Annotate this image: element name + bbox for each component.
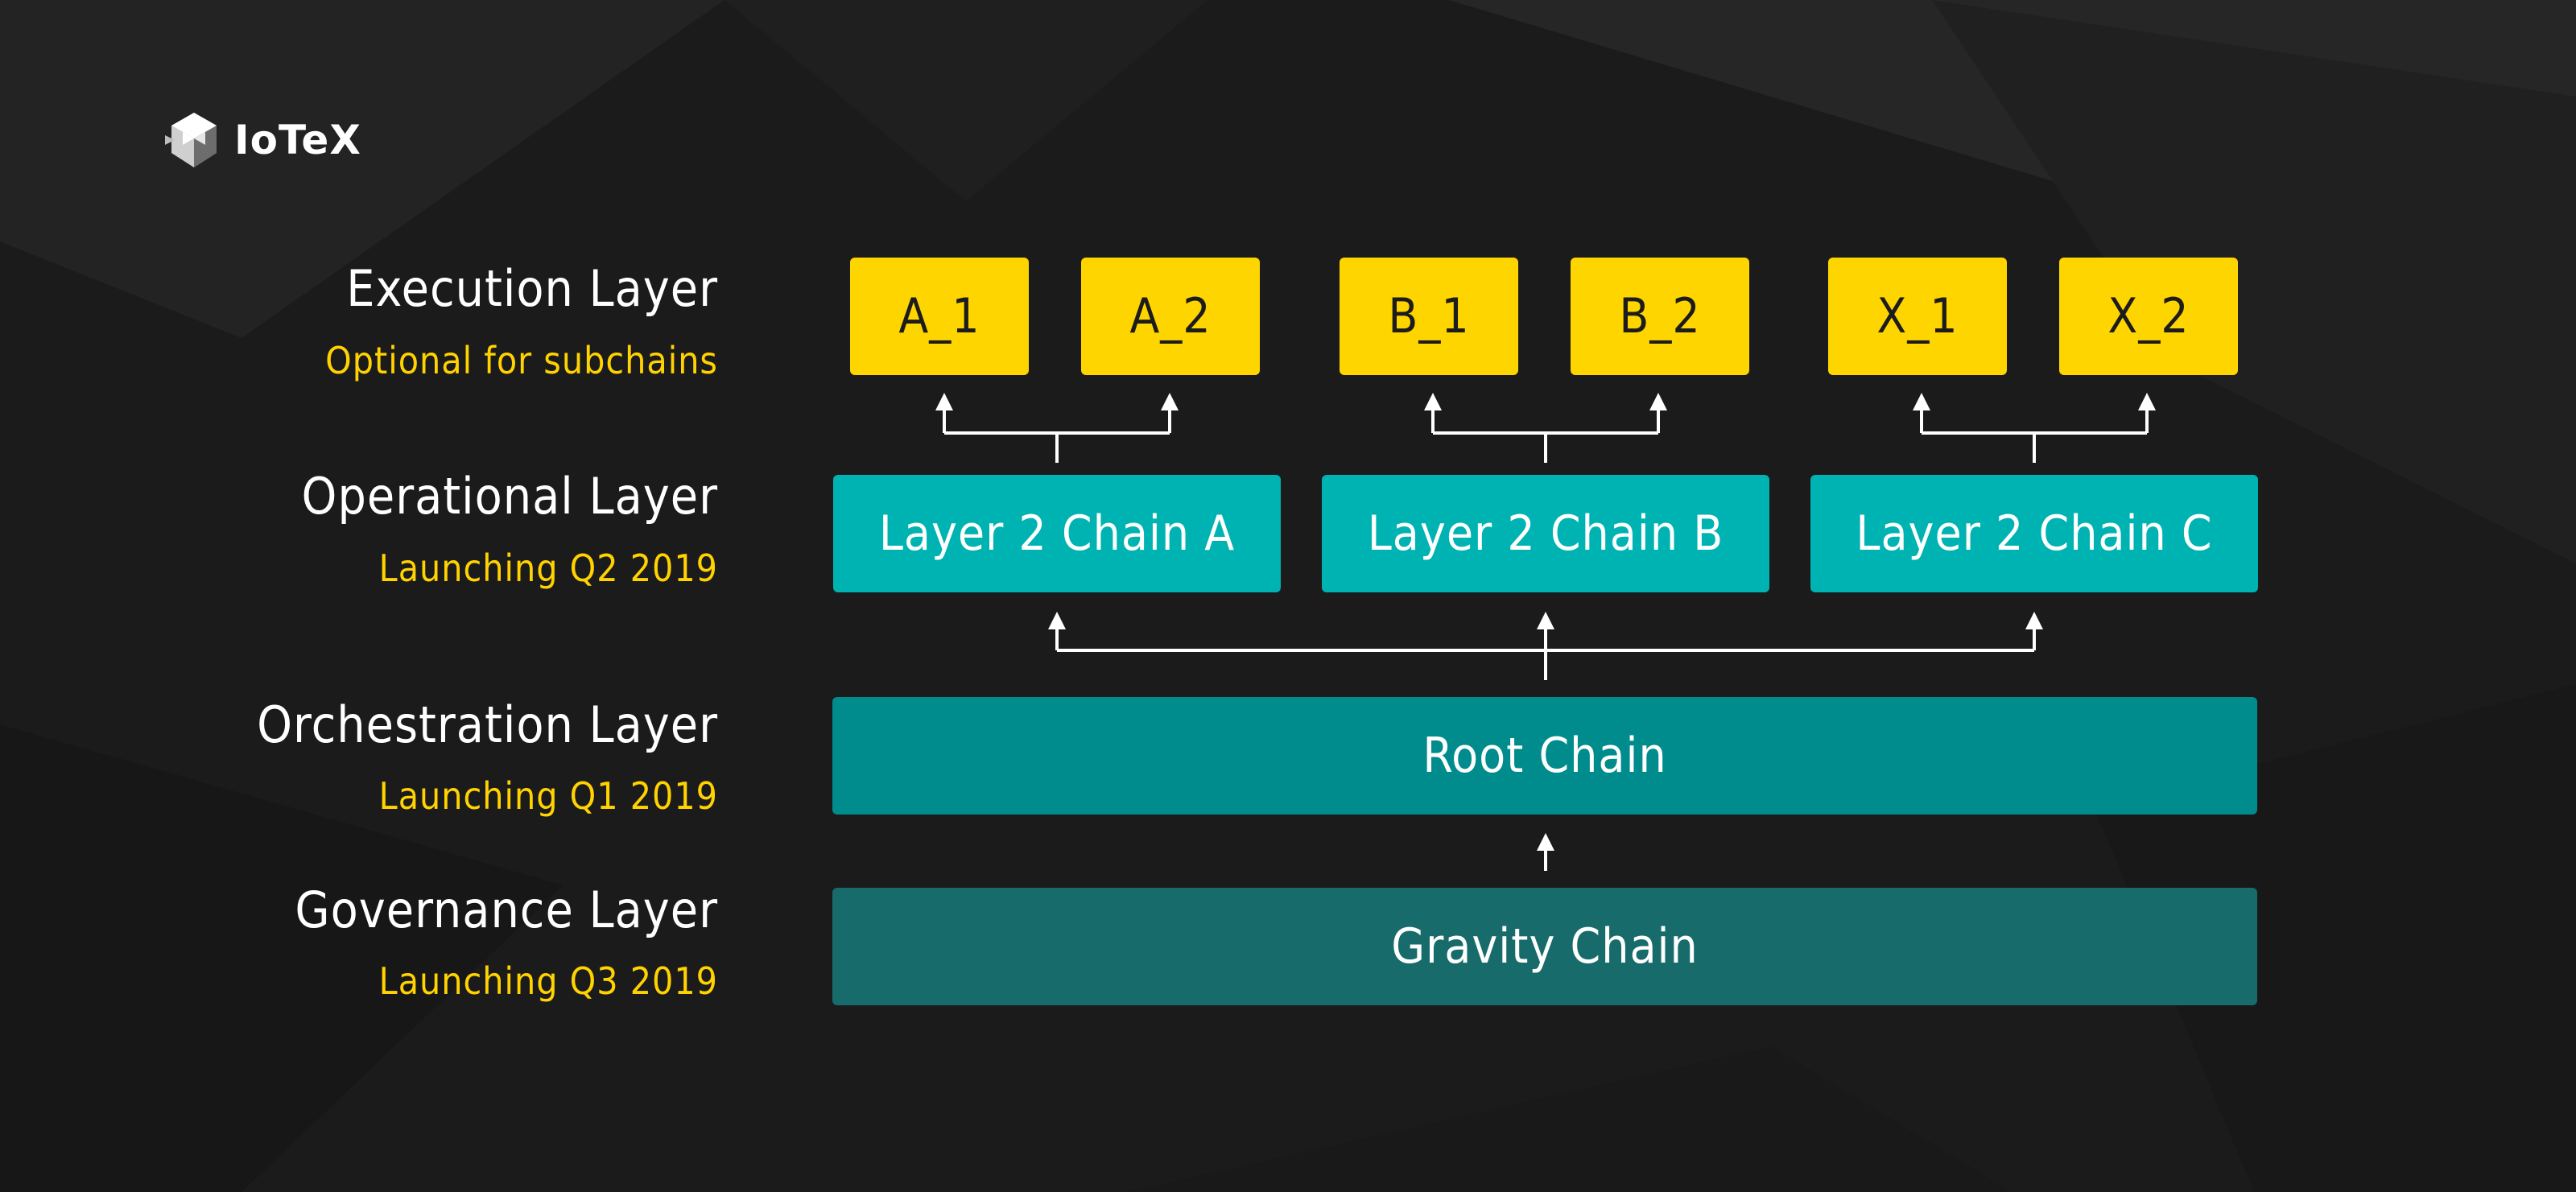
execution-node-x1: X_1 bbox=[1828, 258, 2007, 375]
orchestration-layer-status: Launching Q1 2019 bbox=[378, 774, 718, 818]
brand-name: IoTeX bbox=[234, 117, 361, 163]
execution-node-a1: A_1 bbox=[850, 258, 1029, 375]
orchestration-layer-title: Orchestration Layer bbox=[257, 695, 718, 754]
operational-layer-status: Launching Q2 2019 bbox=[378, 547, 718, 590]
root-chain: Root Chain bbox=[832, 697, 2257, 815]
layer2-chain-c: Layer 2 Chain C bbox=[1810, 475, 2258, 592]
execution-node-b1: B_1 bbox=[1340, 258, 1518, 375]
layer2-chain-a: Layer 2 Chain A bbox=[833, 475, 1281, 592]
execution-layer-status: Optional for subchains bbox=[325, 339, 718, 382]
execution-node-a2: A_2 bbox=[1081, 258, 1260, 375]
iotex-logo: IoTeX bbox=[165, 111, 361, 169]
execution-node-b2: B_2 bbox=[1571, 258, 1749, 375]
layer2-chain-b: Layer 2 Chain B bbox=[1322, 475, 1769, 592]
operational-layer-title: Operational Layer bbox=[301, 467, 718, 526]
governance-layer-title: Governance Layer bbox=[295, 881, 718, 939]
execution-node-x2: X_2 bbox=[2059, 258, 2238, 375]
gravity-chain: Gravity Chain bbox=[832, 888, 2257, 1005]
execution-layer-title: Execution Layer bbox=[346, 259, 718, 318]
governance-layer-status: Launching Q3 2019 bbox=[378, 959, 718, 1003]
iotex-logo-icon bbox=[165, 113, 217, 167]
